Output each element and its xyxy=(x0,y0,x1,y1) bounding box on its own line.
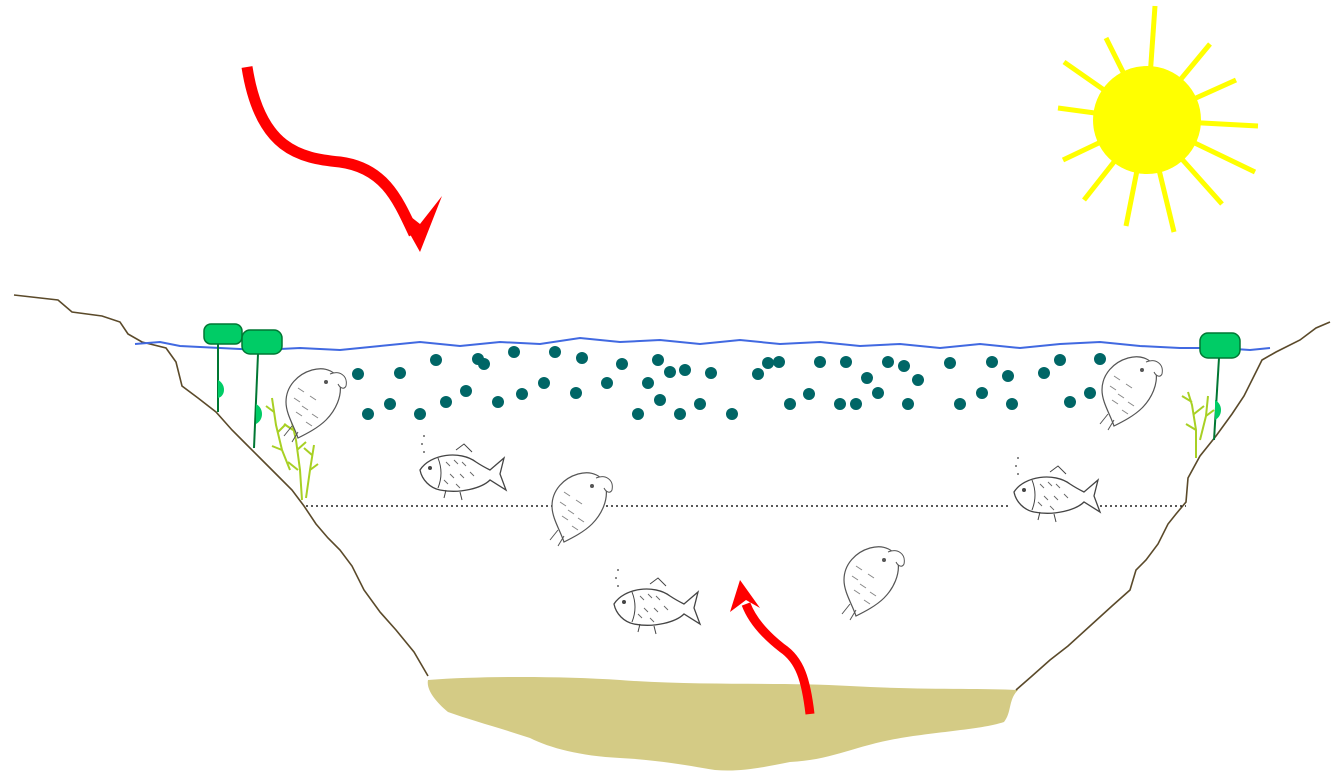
algae-particle xyxy=(1006,398,1018,410)
algae-particle xyxy=(576,352,588,364)
algae-particle xyxy=(762,357,774,369)
algae-particle xyxy=(664,366,676,378)
algae-particle xyxy=(679,364,691,376)
algae-particle xyxy=(414,408,426,420)
algae-particle xyxy=(784,398,796,410)
algae-particle xyxy=(898,360,910,372)
algae-particle xyxy=(1002,370,1014,382)
algae-particle xyxy=(570,387,582,399)
algae-particle xyxy=(944,357,956,369)
algae-particle xyxy=(814,356,826,368)
algae-particle xyxy=(538,377,550,389)
algae-particle xyxy=(508,346,520,358)
pond-cross-section-icon xyxy=(14,295,1330,690)
sun-icon xyxy=(1058,6,1258,232)
algae-particle xyxy=(803,388,815,400)
algae-particle xyxy=(912,374,924,386)
algae-particle xyxy=(726,408,738,420)
algae-particle xyxy=(632,408,644,420)
algae-particle xyxy=(840,356,852,368)
algae-particle xyxy=(460,385,472,397)
algae-particle xyxy=(430,354,442,366)
algae-particle xyxy=(642,377,654,389)
plant-icon xyxy=(266,392,1214,500)
algae-particle xyxy=(705,367,717,379)
algae-particle xyxy=(384,398,396,410)
algae-particle xyxy=(516,388,528,400)
algae-particle xyxy=(1038,367,1050,379)
particle-icon xyxy=(352,346,1106,420)
algae-particle xyxy=(850,398,862,410)
algae-particle xyxy=(1054,354,1066,366)
algae-particle xyxy=(674,408,686,420)
water-line-icon xyxy=(135,338,1270,350)
algae-particle xyxy=(362,408,374,420)
algae-particle xyxy=(902,398,914,410)
algae-particle xyxy=(773,356,785,368)
fish-icon xyxy=(284,357,1162,634)
algae-particle xyxy=(694,398,706,410)
algae-particle xyxy=(1064,396,1076,408)
algae-particle xyxy=(976,387,988,399)
curved-arrow-down-icon xyxy=(247,67,442,252)
algae-particle xyxy=(652,354,664,366)
algae-particle xyxy=(872,387,884,399)
algae-particle xyxy=(478,358,490,370)
algae-particle xyxy=(1094,353,1106,365)
sediment-icon xyxy=(428,677,1018,771)
algae-particle xyxy=(1084,387,1096,399)
algae-particle xyxy=(986,356,998,368)
algae-particle xyxy=(752,368,764,380)
algae-particle xyxy=(861,372,873,384)
algae-particle xyxy=(394,367,406,379)
algae-particle xyxy=(616,358,628,370)
algae-particle xyxy=(601,377,613,389)
algae-particle xyxy=(492,396,504,408)
algae-particle xyxy=(654,394,666,406)
algae-particle xyxy=(834,398,846,410)
algae-particle xyxy=(352,368,364,380)
algae-particle xyxy=(954,398,966,410)
algae-particle xyxy=(440,396,452,408)
algae-particle xyxy=(882,356,894,368)
algae-particle xyxy=(549,346,561,358)
